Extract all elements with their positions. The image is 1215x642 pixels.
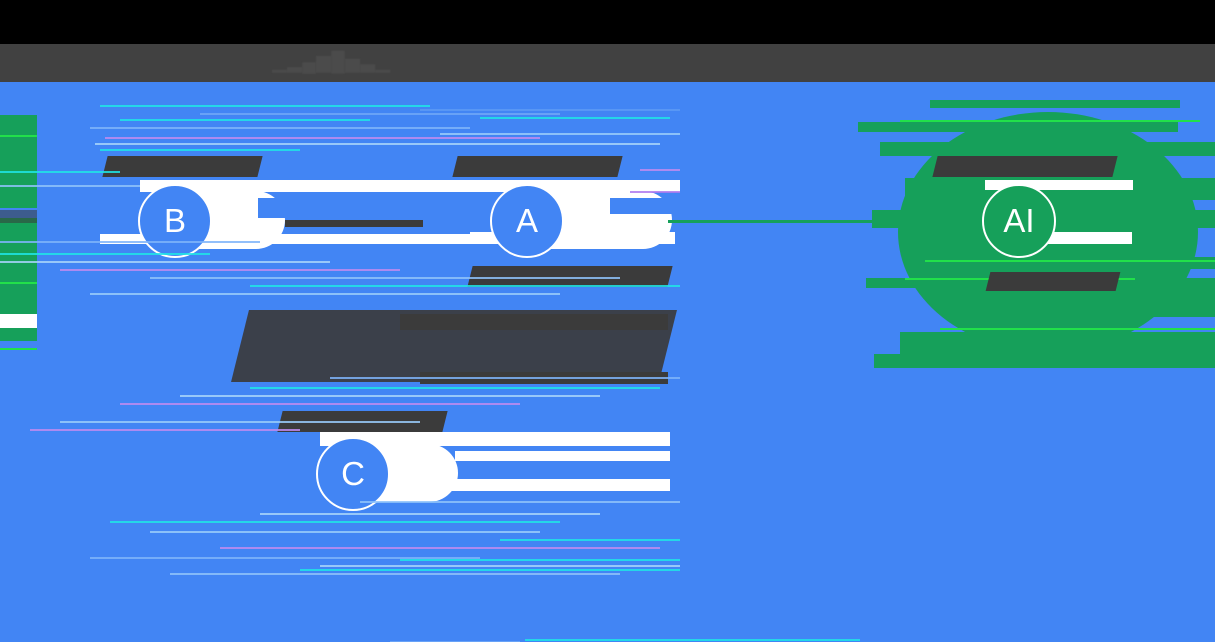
node-a-label-below [467, 266, 673, 287]
glitch-dark-streak [0, 210, 37, 223]
glitch-white-streak [430, 180, 680, 192]
node-c-avatar[interactable]: C [316, 437, 390, 511]
node-a-initial: A [515, 202, 538, 239]
glitch-dark-streak [400, 314, 668, 330]
glitch-blue-streak [610, 198, 674, 214]
node-ai-label-below [985, 272, 1121, 291]
glitch-green-line [0, 282, 37, 284]
glitch-green-line [900, 120, 1200, 122]
node-a-label-above [452, 156, 623, 177]
edge-a-ai[interactable] [668, 220, 985, 223]
glitch-white-streak [985, 180, 1133, 190]
glitch-green-line [0, 135, 37, 137]
node-c-label-above [277, 411, 448, 432]
glitch-white-streak [320, 432, 670, 446]
title-bar [0, 0, 1215, 44]
glitch-white-streak [0, 314, 37, 328]
glitch-green-streak [913, 257, 1215, 269]
node-b-avatar[interactable]: B [138, 184, 212, 258]
glitch-green-fragment-left [0, 115, 37, 341]
node-c-initial: C [341, 455, 365, 492]
glitch-green-streak [858, 122, 1178, 132]
glitch-white-streak [455, 451, 670, 461]
glitch-green-line [925, 260, 1215, 262]
diagram-canvas[interactable]: B A C [0, 82, 1215, 642]
window-title: ▁▂▄▆█▅▃▁ [272, 52, 391, 73]
glitch-white-streak [100, 234, 590, 244]
node-ai-label-above [932, 156, 1118, 177]
toolbar[interactable] [0, 44, 1215, 82]
glitch-white-streak [450, 479, 670, 491]
node-a-avatar[interactable]: A [490, 184, 564, 258]
glitch-green-line [0, 348, 37, 350]
glitch-dark-streak [420, 372, 668, 384]
glitch-green-line [940, 328, 1215, 330]
glitch-green-streak [930, 100, 1180, 108]
glitch-blue-streak [0, 208, 103, 218]
glitch-green-streak [874, 354, 1215, 368]
node-ai-avatar[interactable]: AI [982, 184, 1056, 258]
node-ai-initial: AI [1003, 202, 1035, 239]
node-b-label-above [102, 156, 263, 177]
edge-b-a[interactable] [285, 220, 423, 227]
glitch-green-streak [900, 332, 1215, 354]
glitch-blue-streak [258, 198, 418, 218]
glitch-green-streak [1128, 287, 1215, 317]
glitch-green-streak [880, 142, 1215, 156]
node-b-initial: B [163, 202, 186, 239]
